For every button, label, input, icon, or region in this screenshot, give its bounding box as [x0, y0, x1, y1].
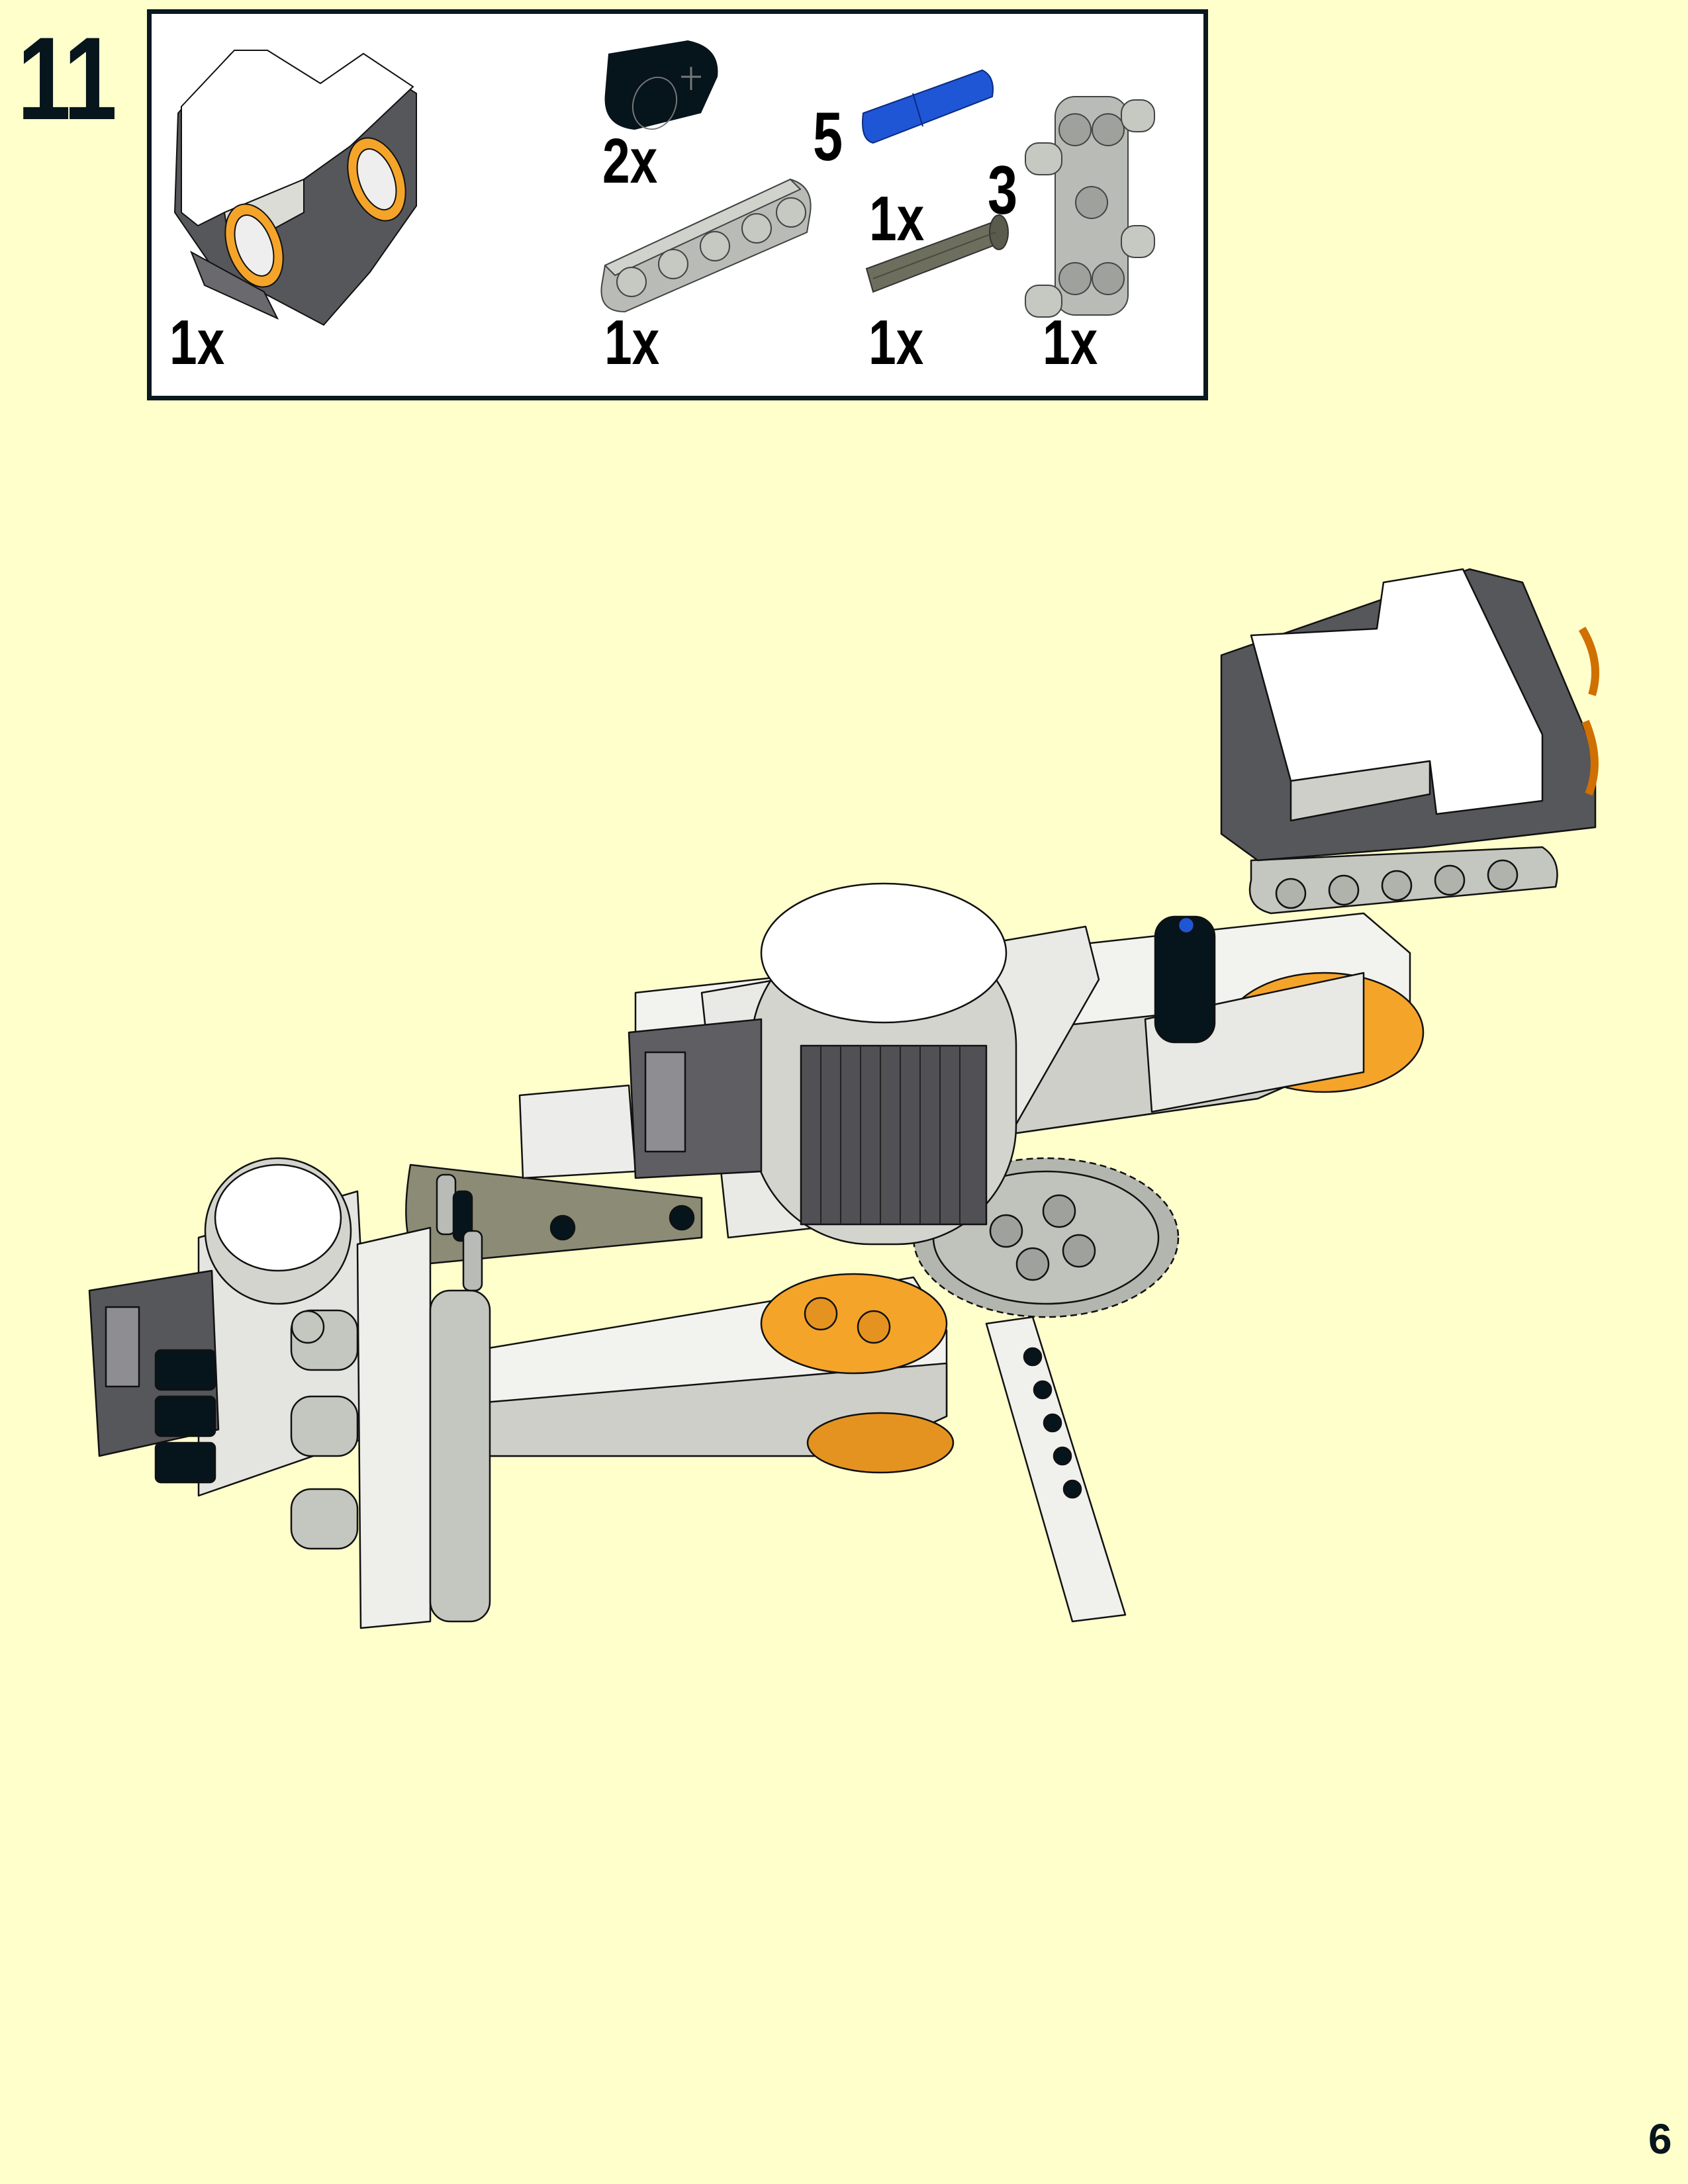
- dark-gray-axle-part-icon: [865, 214, 1009, 293]
- blue-pin-quantity-label: 1x: [869, 183, 925, 254]
- axle-length-callout: 3: [988, 152, 1018, 229]
- diagonal-beam-down: [985, 1316, 1127, 1623]
- double-pin-quantity-label: 1x: [1043, 307, 1098, 378]
- black-connector-part-icon: [604, 40, 718, 130]
- nxt-motor-left: [88, 1157, 372, 1497]
- sensor-quantity-label: 1x: [169, 307, 225, 378]
- blue-pin-part-icon: [862, 69, 994, 144]
- blue-pin-length-callout: 5: [813, 99, 843, 175]
- ultrasonic-sensor: [1220, 568, 1599, 862]
- light-gray-beam-part-icon: [600, 178, 812, 313]
- black-connector: [1154, 915, 1216, 1044]
- assembly-model-illustration: [88, 568, 1599, 1629]
- double-pin-connector-part-icon: [1025, 96, 1155, 318]
- axle-quantity-label: 1x: [868, 307, 924, 378]
- beam-quantity-label: 1x: [604, 307, 660, 378]
- orange-turntable: [760, 1273, 948, 1375]
- vertical-white-beam: [356, 1226, 432, 1629]
- nxt-motor-main: [628, 882, 1100, 1246]
- parts-list-callout: [147, 9, 1208, 400]
- connector-quantity-label: 2x: [602, 126, 658, 197]
- page-number: 6: [1648, 2115, 1672, 2163]
- step-number: 11: [17, 13, 117, 144]
- ultrasonic-sensor-part-icon: [173, 50, 417, 326]
